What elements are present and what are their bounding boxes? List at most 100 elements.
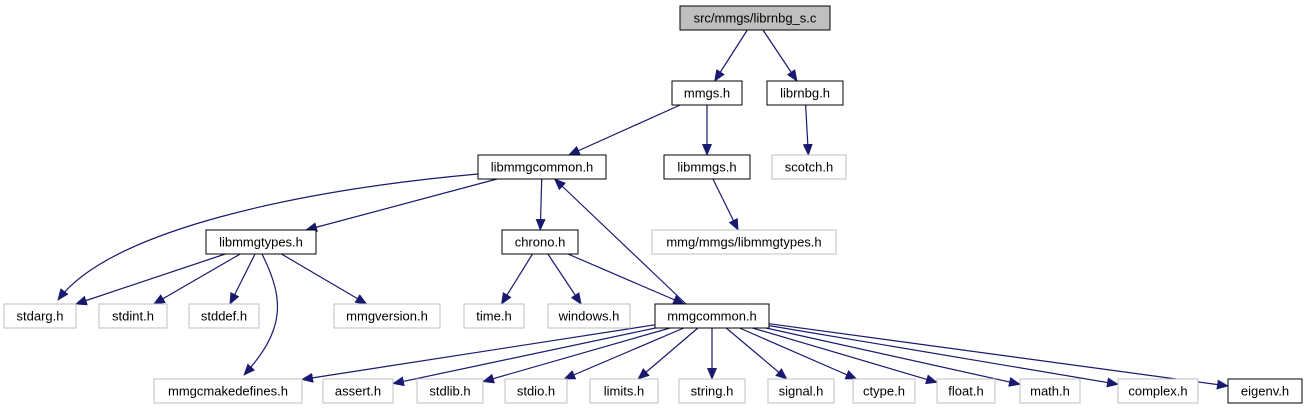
node-mmgversion-h: mmgversion.h bbox=[333, 303, 441, 329]
node-mmgs-h[interactable]: mmgs.h bbox=[671, 80, 743, 106]
node-complex-h: complex.h bbox=[1117, 378, 1199, 404]
node-box bbox=[153, 378, 303, 404]
edge-root-to-librnbg-h bbox=[762, 29, 798, 82]
node-label: mmgcommon.h bbox=[667, 309, 757, 324]
edge-libmmgs-h-to-mmg-libmmgtypes-h bbox=[712, 178, 739, 231]
node-stdlib-h: stdlib.h bbox=[416, 378, 484, 404]
node-stddef-h: stddef.h bbox=[188, 303, 260, 329]
node-label: stdlib.h bbox=[429, 384, 470, 399]
node-label: windows.h bbox=[558, 309, 620, 324]
edge-libmmgtypes-h-to-stdint-h bbox=[152, 253, 241, 305]
nodes-layer: src/mmgs/librnbg_s.c mmgs.h librnbg.h libmm… bbox=[3, 5, 1303, 404]
edge-mmgcommon-h-to-mmgcmakedefines-h bbox=[301, 324, 656, 383]
node-label: mmg/mmgs/libmmgtypes.h bbox=[666, 235, 821, 250]
node-box bbox=[678, 378, 746, 404]
node-box bbox=[654, 303, 770, 329]
node-label: scotch.h bbox=[785, 160, 833, 175]
edge-libmmgcommon-h-to-libmmgtypes-h bbox=[305, 178, 498, 232]
node-label: mmgcmakedefines.h bbox=[168, 384, 288, 399]
node-box bbox=[771, 154, 847, 180]
node-limits-h: limits.h bbox=[589, 378, 659, 404]
node-label: eigenv.h bbox=[1241, 384, 1289, 399]
edge-libmmgtypes-h-to-stdarg-h bbox=[74, 253, 226, 306]
edge-mmgcommon-h-to-complex-h bbox=[768, 325, 1119, 388]
node-label: libmmgtypes.h bbox=[219, 235, 303, 250]
edge-libmmgcommon-h-to-stdarg-h bbox=[57, 173, 479, 301]
node-box bbox=[852, 378, 916, 404]
node-box bbox=[589, 378, 659, 404]
node-chrono-h[interactable]: chrono.h bbox=[501, 229, 579, 255]
edge-mmgcommon-h-to-signal-h bbox=[725, 327, 788, 380]
edge-mmgcommon-h-to-ctype-h bbox=[739, 327, 858, 380]
edge-libmmgcommon-h-to-chrono-h bbox=[535, 178, 546, 231]
edge-mmgcommon-h-to-stdlib-h bbox=[482, 327, 671, 384]
node-stdio-h: stdio.h bbox=[504, 378, 568, 404]
edge-libmmgtypes-h-to-mmgversion-h bbox=[281, 253, 368, 305]
edge-libmmgtypes-h-to-mmgcmakedefines-h bbox=[243, 253, 279, 376]
edges-layer bbox=[57, 29, 1229, 390]
node-libmmgs-h[interactable]: libmmgs.h bbox=[663, 154, 751, 180]
node-assert-h: assert.h bbox=[322, 378, 394, 404]
edge-mmgcommon-h-to-eigenv-h bbox=[768, 323, 1229, 390]
edge-mmgs-h-to-libmmgcommon-h bbox=[567, 104, 681, 156]
node-label: limits.h bbox=[604, 384, 644, 399]
edge-mmgcommon-h-to-assert-h bbox=[392, 327, 656, 387]
node-label: signal.h bbox=[779, 384, 824, 399]
node-box bbox=[3, 303, 77, 329]
node-box bbox=[333, 303, 441, 329]
node-libmmgtypes-h[interactable]: libmmgtypes.h bbox=[205, 229, 317, 255]
node-label: stddef.h bbox=[201, 309, 247, 324]
edge-chrono-h-to-windows-h bbox=[547, 253, 582, 305]
edge-mmgcommon-h-to-stdio-h bbox=[563, 327, 685, 380]
edge-mmgcommon-h-to-math-h bbox=[765, 327, 1021, 387]
node-root[interactable]: src/mmgs/librnbg_s.c bbox=[679, 5, 831, 31]
node-label: libmmgcommon.h bbox=[491, 160, 594, 175]
node-string-h: string.h bbox=[678, 378, 746, 404]
node-label: mmgs.h bbox=[684, 86, 730, 101]
edge-chrono-h-to-mmgcommon-h bbox=[567, 253, 686, 305]
node-signal-h: signal.h bbox=[767, 378, 835, 404]
edge-mmgcommon-h-to-libmmgcommon-h bbox=[553, 178, 687, 305]
node-label: libmmgs.h bbox=[677, 160, 736, 175]
edge-chrono-h-to-time-h bbox=[500, 253, 534, 305]
edge-mmgcommon-h-to-limits-h bbox=[637, 327, 699, 380]
node-eigenv-h[interactable]: eigenv.h bbox=[1227, 378, 1303, 404]
node-math-h: math.h bbox=[1019, 378, 1081, 404]
node-label: stdarg.h bbox=[17, 309, 64, 324]
node-label: ctype.h bbox=[863, 384, 905, 399]
node-mmgcmakedefines-h: mmgcmakedefines.h bbox=[153, 378, 303, 404]
node-box bbox=[504, 378, 568, 404]
node-label: librnbg.h bbox=[780, 86, 830, 101]
node-label: float.h bbox=[948, 384, 983, 399]
node-stdarg-h: stdarg.h bbox=[3, 303, 77, 329]
node-float-h: float.h bbox=[936, 378, 996, 404]
node-box bbox=[663, 154, 751, 180]
node-label: string.h bbox=[691, 384, 734, 399]
edge-libmmgtypes-h-to-stddef-h bbox=[229, 253, 256, 305]
node-box bbox=[936, 378, 996, 404]
node-label: stdint.h bbox=[112, 309, 154, 324]
node-box bbox=[547, 303, 631, 329]
node-box bbox=[767, 378, 835, 404]
node-box bbox=[477, 154, 607, 180]
node-libmmgcommon-h[interactable]: libmmgcommon.h bbox=[477, 154, 607, 180]
node-box bbox=[205, 229, 317, 255]
node-mmg-libmmgtypes-h: mmg/mmgs/libmmgtypes.h bbox=[651, 229, 837, 255]
edge-mmgcommon-h-to-float-h bbox=[752, 327, 938, 385]
node-box bbox=[188, 303, 260, 329]
node-label: mmgversion.h bbox=[346, 309, 428, 324]
node-box bbox=[98, 303, 168, 329]
node-ctype-h: ctype.h bbox=[852, 378, 916, 404]
node-scotch-h: scotch.h bbox=[771, 154, 847, 180]
node-label: time.h bbox=[476, 309, 511, 324]
node-label: src/mmgs/librnbg_s.c bbox=[694, 11, 817, 26]
node-windows-h: windows.h bbox=[547, 303, 631, 329]
node-box bbox=[1019, 378, 1081, 404]
node-mmgcommon-h[interactable]: mmgcommon.h bbox=[654, 303, 770, 329]
node-box bbox=[766, 80, 844, 106]
node-box bbox=[463, 303, 525, 329]
node-label: math.h bbox=[1030, 384, 1070, 399]
node-librnbg-h[interactable]: librnbg.h bbox=[766, 80, 844, 106]
node-box bbox=[1117, 378, 1199, 404]
